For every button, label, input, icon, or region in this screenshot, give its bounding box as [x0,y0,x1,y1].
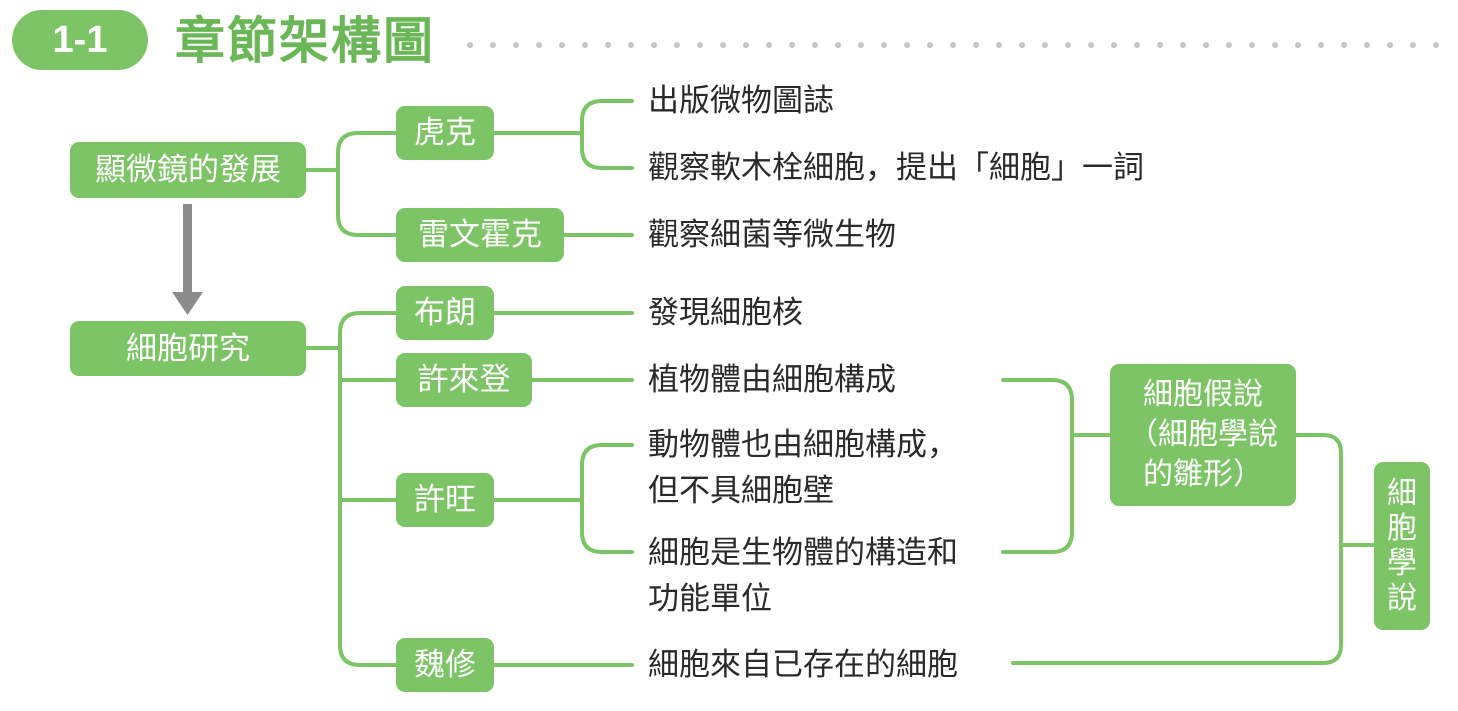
node-brown: 布朗 [396,286,494,340]
page-title: 章節架構圖 [175,12,435,70]
finding-virchow-origin: 細胞來自已存在的細胞 [648,647,958,683]
node-hooke: 虎克 [396,106,494,160]
node-cell-theory-char-4: 說 [1387,581,1417,616]
finding-schleiden-plants: 植物體由細胞構成 [648,362,896,398]
node-cell-hypothesis-line-1: 細胞假說 [1143,377,1263,412]
finding-brown-nucleus: 發現細胞核 [648,295,803,331]
node-schleiden: 許來登 [396,353,532,407]
node-cell-hypothesis-line-2: （細胞學說 [1128,417,1278,452]
node-cell-theory-char-1: 細 [1387,476,1417,511]
node-cell-theory: 細 胞 學 說 [1374,462,1430,630]
section-badge: 1-1 [12,10,148,70]
node-cell-theory-char-2: 胞 [1387,511,1417,546]
node-leeuwenhoek: 雷文霍克 [396,208,564,262]
finding-schwann-unit-line-2: 功能單位 [648,581,772,617]
node-virchow: 魏修 [396,638,494,692]
finding-schwann-unit-line-1: 細胞是生物體的構造和 [648,535,958,571]
finding-schwann-animals-line-2: 但不具細胞壁 [648,473,834,509]
node-schwann: 許旺 [396,473,494,527]
node-cell-research: 細胞研究 [70,321,306,376]
node-microscope-development: 顯微鏡的發展 [70,142,306,198]
node-cell-hypothesis: 細胞假說 （細胞學說 的雛形） [1110,364,1296,506]
finding-hooke-cork-cells: 觀察軟木栓細胞，提出「細胞」一詞 [648,150,1144,186]
finding-leeuwenhoek-microbes: 觀察細菌等微生物 [648,217,896,253]
node-cell-theory-char-3: 學 [1387,546,1417,581]
finding-schwann-animals-line-1: 動物體也由細胞構成， [648,427,958,463]
finding-schwann-unit: 細胞是生物體的構造和 功能單位 [648,530,958,622]
finding-schwann-animals: 動物體也由細胞構成， 但不具細胞壁 [648,422,958,514]
finding-hooke-micrographia: 出版微物圖誌 [648,83,834,119]
node-cell-hypothesis-line-3: 的雛形） [1143,457,1263,492]
